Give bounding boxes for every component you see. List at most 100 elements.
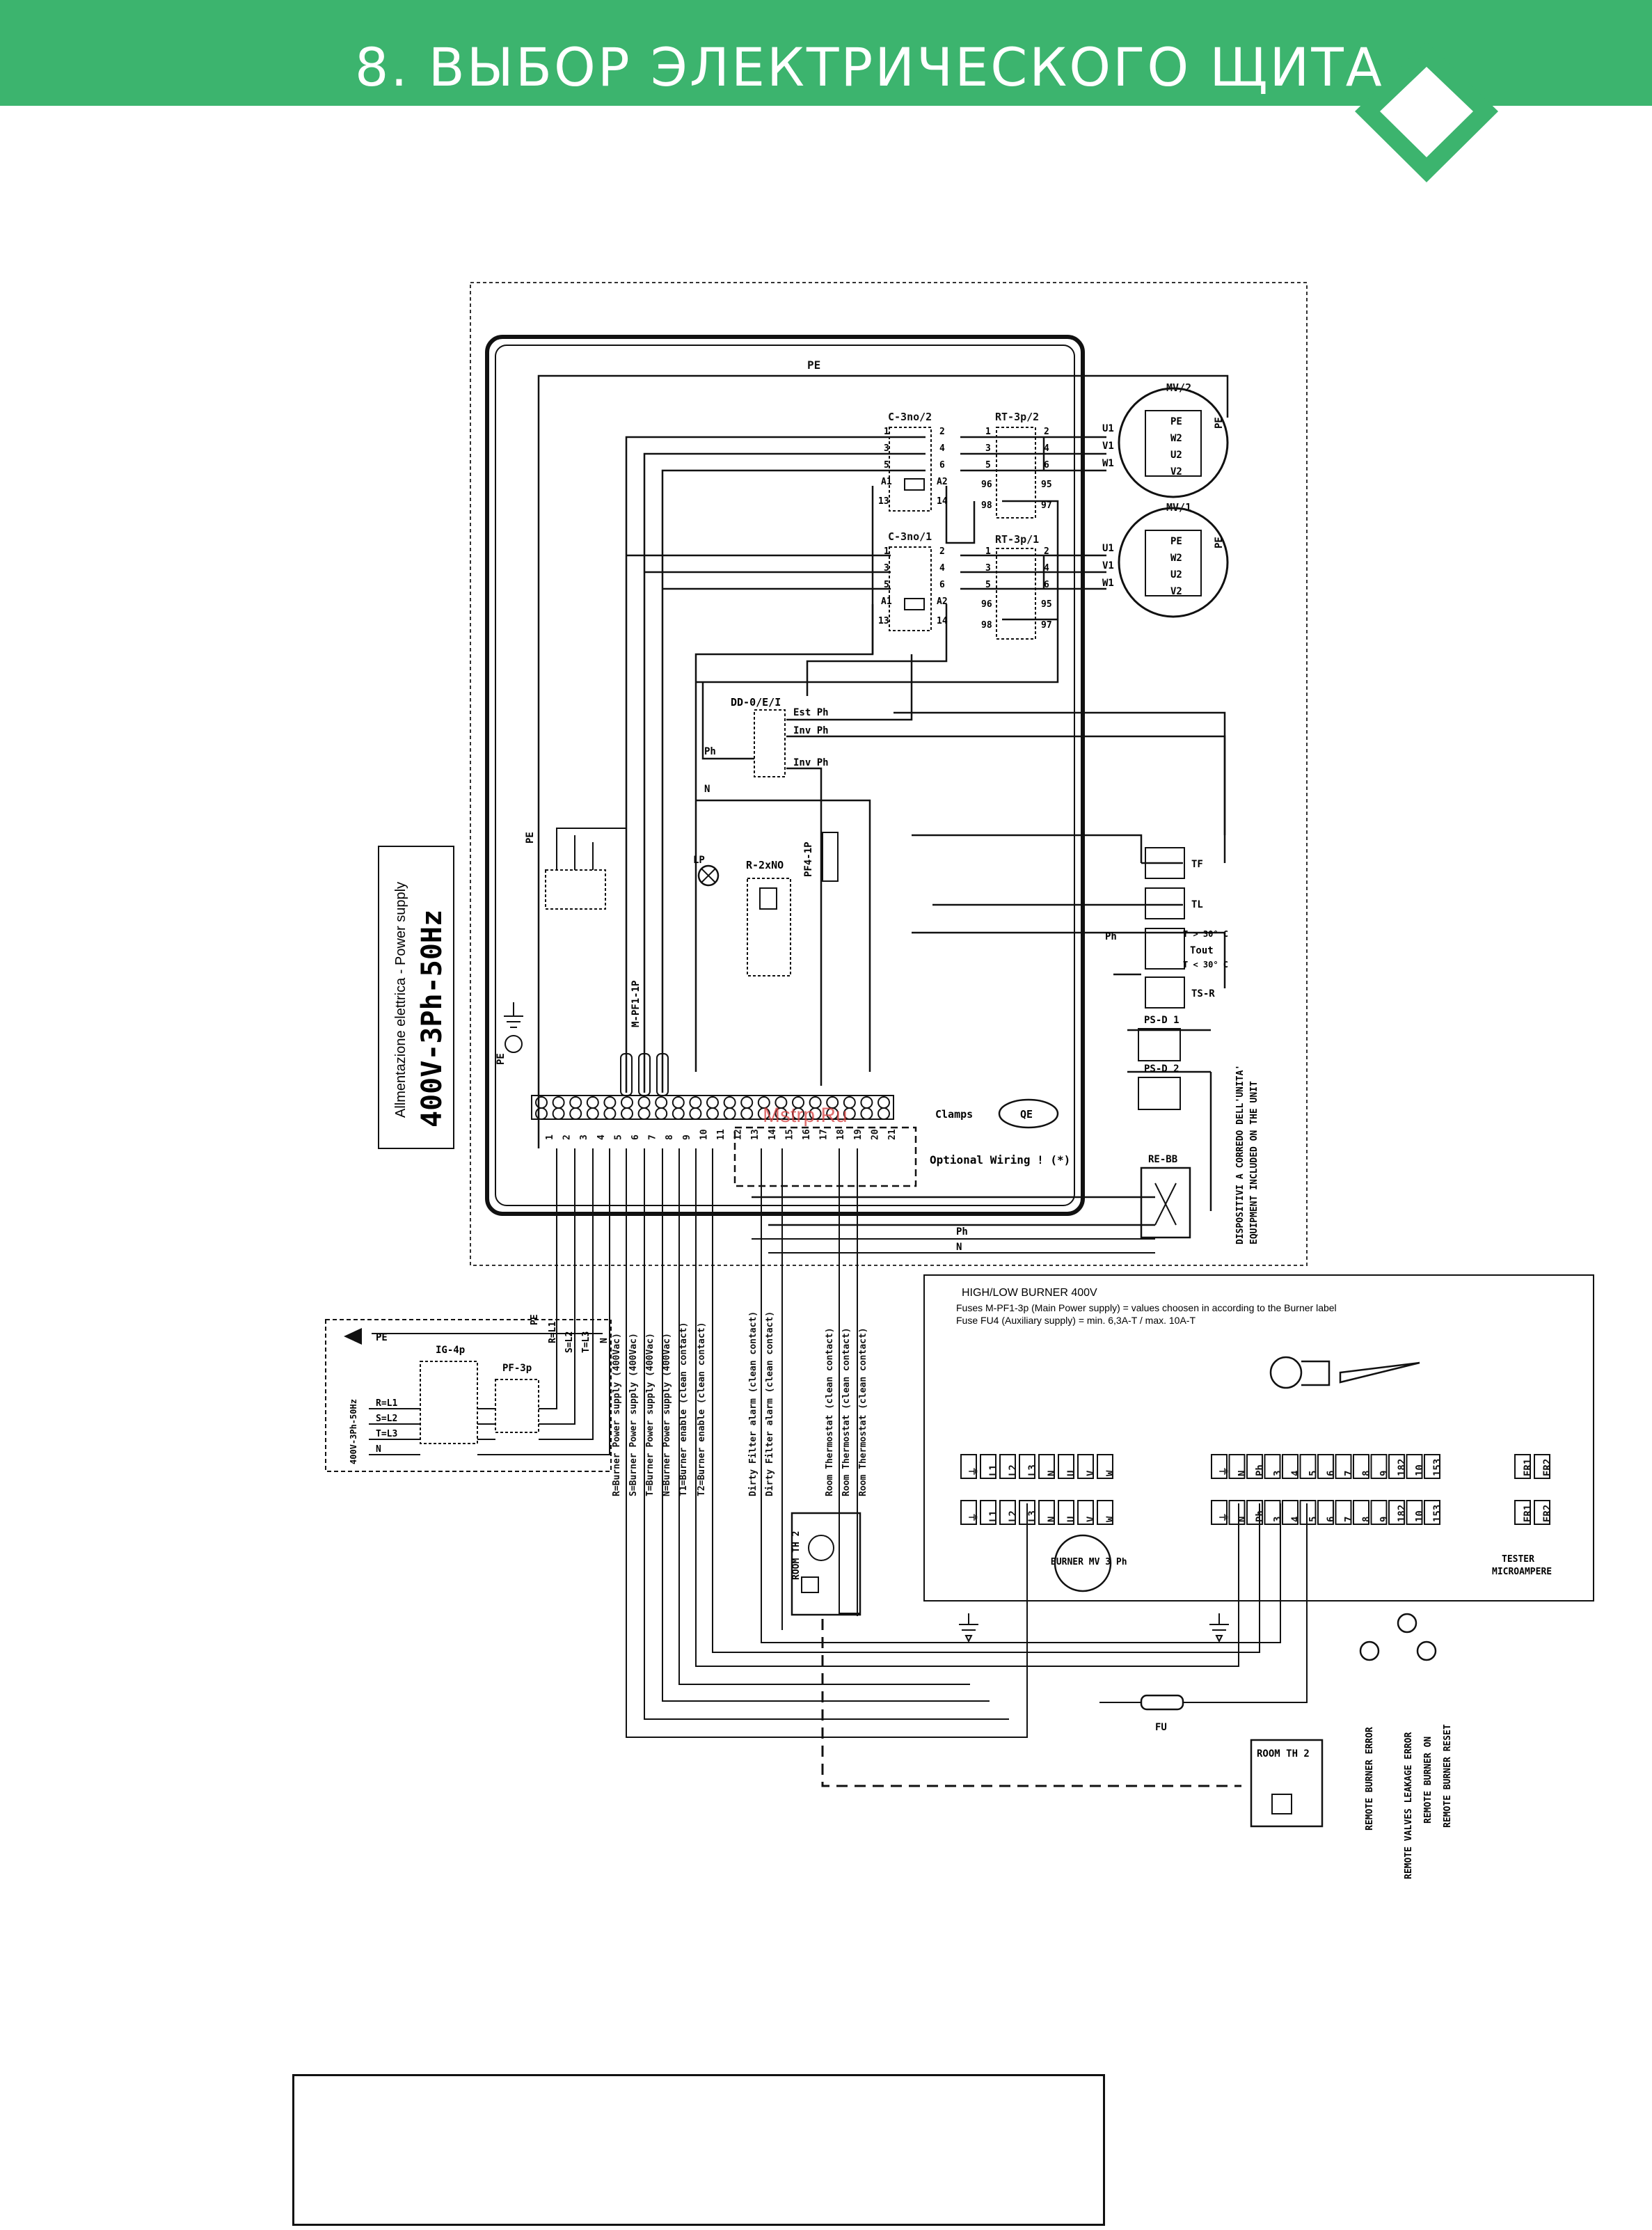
burner-er-lower-terminal-label: ER2	[1542, 1505, 1553, 1522]
svg-text:5: 5	[884, 580, 889, 590]
svg-text:V1: V1	[1102, 560, 1114, 571]
svg-text:T < 30° C: T < 30° C	[1183, 960, 1228, 970]
sensor-tf: TF	[1145, 847, 1203, 879]
svg-text:PE: PE	[525, 832, 536, 844]
terminal-number: 19	[853, 1129, 864, 1140]
svg-text:V2: V2	[1170, 466, 1182, 477]
burner-ctrl-terminal-label: 7	[1344, 1471, 1355, 1476]
burner-ctrl-lower-terminal-label: 6	[1326, 1517, 1337, 1522]
svg-text:400V-3Ph-50Hz: 400V-3Ph-50Hz	[416, 910, 448, 1128]
wire-label: N=Burner Power supply (400Vac)	[662, 1333, 672, 1496]
svg-text:PE: PE	[376, 1332, 388, 1343]
svg-text:1: 1	[884, 546, 889, 557]
svg-text:ROOM TH 2: ROOM TH 2	[1257, 1748, 1310, 1760]
svg-text:6: 6	[939, 460, 945, 470]
burner-power-lower-terminal	[1097, 1500, 1113, 1525]
burner-ctrl-terminal-label: ⏚	[1219, 1466, 1230, 1476]
burner-power-lower-terminal-label: W	[1105, 1516, 1116, 1522]
svg-text:R=L1: R=L1	[548, 1322, 558, 1343]
burner-ctrl-lower-terminal	[1424, 1500, 1440, 1525]
wire-label: Room Thermostat (clean contact)	[858, 1327, 868, 1496]
terminal-3	[569, 1096, 582, 1109]
svg-text:3: 3	[884, 443, 889, 454]
svg-text:1: 1	[985, 427, 991, 437]
svg-text:2: 2	[939, 546, 945, 557]
svg-text:T=L3: T=L3	[581, 1331, 591, 1353]
burner-ctrl-lower-terminal	[1211, 1500, 1228, 1525]
wire-label: S=Burner Power supply (400Vac)	[628, 1333, 639, 1496]
burner-power-lower-terminal-label: V	[1086, 1516, 1097, 1522]
svg-text:TESTER: TESTER	[1502, 1554, 1534, 1565]
wire-label: T=Burner Power supply (400Vac)	[645, 1333, 656, 1496]
svg-text:6: 6	[939, 580, 945, 590]
svg-text:Fuse FU4 (Auxiliary supply) =: Fuse FU4 (Auxiliary supply) = min. 6,3A-…	[956, 1315, 1196, 1326]
fan-motor-mv1: MV/1 U1 V1 W1 PE W2 U2 V2 PE	[1102, 501, 1229, 618]
terminal-number: 17	[819, 1129, 829, 1140]
svg-text:Inv Ph: Inv Ph	[793, 757, 829, 768]
svg-text:PE: PE	[495, 1053, 507, 1065]
terminal-10	[689, 1107, 702, 1120]
terminal-21	[877, 1096, 890, 1109]
burner-ctrl-terminal	[1211, 1454, 1228, 1479]
terminal-7	[637, 1096, 651, 1109]
selector-switch: DD-0/E/I Est Ph Inv Ph Inv Ph Ph	[701, 654, 1226, 1086]
terminal-21	[877, 1107, 890, 1120]
svg-text:QE: QE	[1020, 1108, 1033, 1121]
svg-text:N: N	[599, 1338, 610, 1343]
burner-ctrl-lower-terminal	[1246, 1500, 1263, 1525]
svg-text:97: 97	[1041, 500, 1052, 511]
terminal-8	[655, 1096, 668, 1109]
unit-enclosure	[470, 282, 1308, 1266]
terminal-number: 20	[870, 1129, 880, 1140]
terminal-number: 5	[613, 1134, 624, 1140]
burner-ctrl-terminal-label: 4	[1290, 1471, 1301, 1476]
burner-ctrl-terminal	[1299, 1454, 1317, 1479]
header-bar	[0, 0, 1652, 106]
burner-power-lower-terminal-label: N	[1047, 1517, 1058, 1522]
svg-text:97: 97	[1041, 620, 1052, 631]
burner-ctrl-lower-terminal-label: N	[1237, 1517, 1248, 1522]
svg-text:96: 96	[981, 480, 992, 490]
svg-text:4: 4	[939, 563, 945, 574]
burner-ctrl-terminal	[1388, 1454, 1405, 1479]
burner-er-terminal-label: ER2	[1542, 1459, 1553, 1476]
terminal-number: 11	[716, 1129, 726, 1140]
power-supply-caption: Allmentazione elettrica - Power supply 4…	[378, 846, 454, 1149]
burner-ctrl-terminal-label: 10	[1415, 1464, 1426, 1476]
svg-text:4: 4	[1044, 443, 1049, 454]
svg-text:Tout: Tout	[1190, 945, 1214, 956]
burner-power-lower-terminal	[999, 1500, 1016, 1525]
burner-ctrl-lower-terminal-label: 10	[1415, 1510, 1426, 1522]
burner-flame-icon	[1269, 1356, 1420, 1389]
svg-text:2: 2	[1044, 427, 1049, 437]
burner-ctrl-lower-terminal-label: ⏚	[1219, 1512, 1230, 1522]
svg-text:Allmentazione elettrica - Powe: Allmentazione elettrica - Power supply	[393, 882, 408, 1118]
room-thermostat-right: ROOM TH 2	[1250, 1739, 1324, 1828]
burner-power-lower-terminal-label: ⏚	[969, 1512, 980, 1522]
fuse-pf4: PF4-1P	[803, 832, 839, 882]
svg-text:U2: U2	[1170, 450, 1182, 461]
burner-power-terminal-label: W	[1105, 1470, 1116, 1476]
svg-text:13: 13	[878, 616, 889, 626]
burner-er-terminal	[1514, 1454, 1531, 1479]
svg-text:5: 5	[985, 460, 991, 470]
burner-ctrl-terminal-label: 6	[1326, 1471, 1337, 1476]
svg-text:Est Ph: Est Ph	[793, 707, 829, 718]
burner-power-lower-terminal-label: L2	[1008, 1510, 1019, 1522]
burner-ctrl-lower-terminal-label: 3	[1273, 1517, 1284, 1522]
burner-ctrl-terminal	[1282, 1454, 1298, 1479]
terminal-number: 6	[630, 1134, 641, 1140]
terminal-11	[706, 1096, 719, 1109]
svg-text:6: 6	[1044, 460, 1049, 470]
svg-text:HIGH/LOW BURNER 400V: HIGH/LOW BURNER 400V	[962, 1287, 1097, 1299]
svg-text:IG-4p: IG-4p	[436, 1345, 465, 1356]
room-thermostat-left: ROOM TH 2	[791, 1512, 861, 1616]
svg-text:1: 1	[884, 427, 889, 437]
terminal-19	[843, 1107, 856, 1120]
burner-ctrl-terminal-label: 3	[1273, 1471, 1284, 1476]
terminal-5	[603, 1096, 617, 1109]
svg-text:S=L2: S=L2	[376, 1414, 397, 1424]
svg-text:C-3no/2: C-3no/2	[888, 411, 932, 423]
